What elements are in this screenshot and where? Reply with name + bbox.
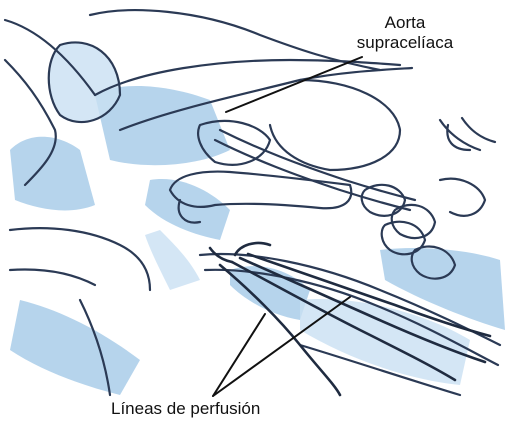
aorta-label-line1: Aorta	[336, 13, 474, 33]
bowel-loop	[440, 179, 485, 216]
contour	[440, 118, 495, 150]
contour	[10, 270, 95, 285]
vessel-contour	[215, 140, 410, 210]
aorta-label-line2: supracelíaca	[336, 33, 474, 53]
perfusion-lines-label: Líneas de perfusión	[108, 399, 263, 419]
vessel-contour	[220, 130, 415, 200]
bowel-loop	[362, 185, 405, 216]
aorta-supraceliaca-label: Aorta supracelíaca	[336, 13, 474, 53]
catheter-line	[235, 243, 270, 255]
perfusion-pointer-line-left	[213, 314, 265, 396]
blue-shading-light	[49, 42, 470, 385]
contour	[10, 228, 150, 290]
liver-contour	[270, 80, 400, 170]
